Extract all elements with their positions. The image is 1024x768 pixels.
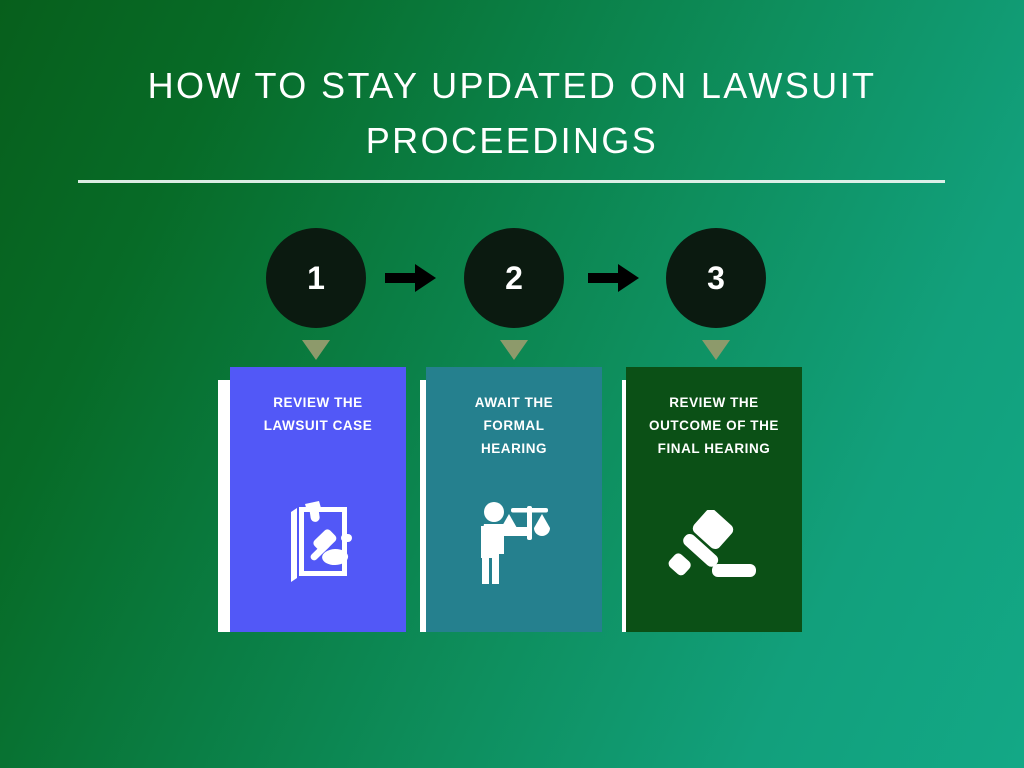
arrow-right-icon xyxy=(588,262,640,294)
page-title: HOW TO STAY UPDATED ON LAWSUIT PROCEEDIN… xyxy=(147,65,877,161)
step-card-title-3: REVIEW THE OUTCOME OF THE FINAL HEARING xyxy=(649,395,779,456)
arrow-right-icon xyxy=(385,262,437,294)
person-scales-icon xyxy=(426,500,602,586)
step-card-1[interactable]: REVIEW THE LAWSUIT CASE xyxy=(230,367,406,632)
step-number-2: 2 xyxy=(505,259,523,296)
step-card-title-2: AWAIT THE FORMAL HEARING xyxy=(474,395,554,456)
step-card-title-1: REVIEW THE LAWSUIT CASE xyxy=(263,395,373,433)
pointer-triangle-3 xyxy=(702,340,730,360)
step-number-3: 3 xyxy=(707,259,725,296)
gavel-block-icon xyxy=(626,510,802,586)
step-card-3[interactable]: REVIEW THE OUTCOME OF THE FINAL HEARING xyxy=(626,367,802,632)
step-circle-1: 1 xyxy=(266,228,366,328)
title-divider xyxy=(78,180,945,183)
step-circle-3: 3 xyxy=(666,228,766,328)
step-card-2[interactable]: AWAIT THE FORMAL HEARING xyxy=(426,367,602,632)
title-block: HOW TO STAY UPDATED ON LAWSUIT PROCEEDIN… xyxy=(78,58,946,168)
pointer-triangle-1 xyxy=(302,340,330,360)
step-circle-2: 2 xyxy=(464,228,564,328)
document-gavel-icon xyxy=(230,498,406,586)
pointer-triangle-2 xyxy=(500,340,528,360)
step-number-1: 1 xyxy=(307,259,325,296)
